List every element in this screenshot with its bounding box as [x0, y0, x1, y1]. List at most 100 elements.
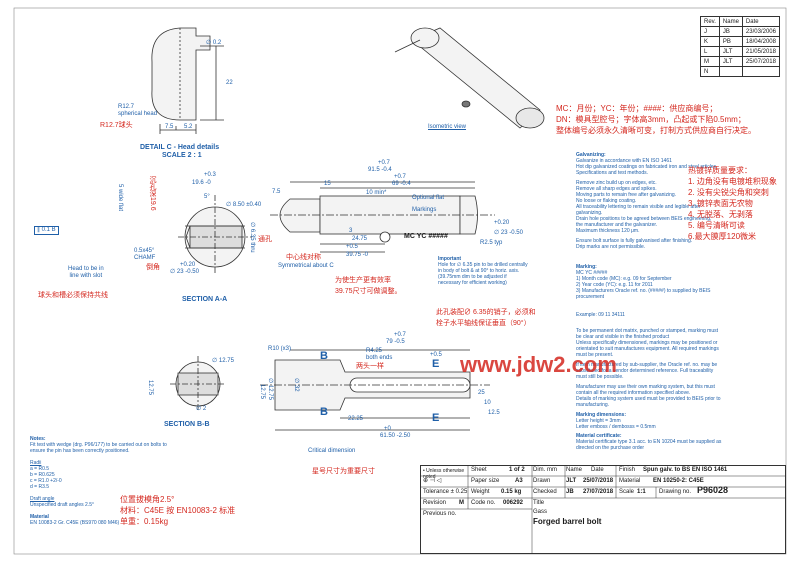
- tb-tol-lbl: Tolerance ± 0.25: [423, 489, 468, 495]
- tb-paper-val: A3: [515, 478, 523, 484]
- rev-cell: L: [700, 46, 720, 57]
- detail-c-radius: R12.7 spherical head: [118, 104, 158, 117]
- rev-header: Date: [741, 16, 780, 27]
- tb-code-lbl: Code no.: [471, 500, 496, 506]
- marking-line: must be present.: [576, 352, 614, 358]
- detail-c-scale: SCALE 2 : 1: [162, 152, 202, 159]
- rev-cell: PB: [718, 36, 743, 47]
- main-sym-cn: 中心线对称: [286, 254, 321, 261]
- galv-line: Drain hole positions to be agreed betwee…: [576, 216, 712, 222]
- main-dim-7-5: 7.5: [272, 189, 281, 195]
- section-letter: E: [432, 358, 440, 370]
- galv-line: Remove zinc build up on edges, etc.: [576, 180, 657, 186]
- sect-a-head-label: Head to be in line with slot: [68, 266, 104, 279]
- galv-line: Maximum thickness 120 μm.: [576, 228, 640, 234]
- sect-a-thru-cn: 通孔: [258, 236, 272, 243]
- marking-line: To be permanent dot matrix, punched or s…: [576, 328, 719, 334]
- rev-cell: 23/03/2006: [741, 26, 780, 37]
- galv-cn-item: 2. 没有尖锐尖角和突刺: [688, 188, 769, 197]
- rev-cell: M: [700, 56, 720, 67]
- tb-material-lbl: Material: [619, 478, 641, 484]
- rev-header: Rev.: [700, 16, 720, 27]
- lower-both-cn: 两头一样: [356, 363, 384, 370]
- galvanizing-cn: 热镀锌质量要求： 1. 边角没有电镀堆积现象 2. 没有尖锐尖角和突刺 3. 镀…: [688, 165, 777, 242]
- tb-checked-lbl: Checked: [533, 489, 557, 495]
- main-tol-07b: +0.7: [394, 174, 406, 180]
- tb-weight-val: 0.15 kg: [501, 489, 522, 495]
- isometric-geometry: [394, 27, 545, 129]
- galv-line: Moving parts to remain free after galvan…: [576, 192, 677, 198]
- marking-dims-line: Letter height = 3mm: [576, 418, 621, 424]
- main-tol-05: +0.5: [346, 244, 358, 250]
- main-tol-07a: +0.7: [378, 160, 390, 166]
- galv-cn-item: 3. 镀锌表面无农物: [688, 199, 753, 208]
- main-markings: Markings: [412, 207, 437, 213]
- important-line: (39.75mm dim to be adjusted if: [438, 274, 507, 280]
- important-line: in body of bolt & at 90° to horiz. axis.: [438, 268, 520, 274]
- marking-line: MC YC #####: [576, 270, 608, 276]
- main-optional-flat: Optional flat: [412, 195, 445, 201]
- notes-line: ensure the pin has been correctly positi…: [30, 448, 130, 454]
- marking-line: 1) Month code (MC): e.g. 09 for Septembe…: [576, 276, 672, 282]
- marking-cert-line: Material certificate type 3.1 acc. to EN…: [576, 439, 722, 445]
- galv-cn-item: 4. 无脱落、无剥落: [688, 210, 753, 219]
- sect-a-tol: +0.3: [204, 172, 216, 178]
- sect-b-dim: ∅ 2: [196, 406, 207, 412]
- radii-title: Radii: [30, 460, 42, 466]
- marking-line: contain all the required information spe…: [576, 390, 691, 396]
- tb-code-val: 006292: [503, 500, 524, 506]
- tb-revision-val: M: [459, 500, 464, 506]
- main-cost-cn: 为使生产更有效率: [335, 277, 391, 284]
- main-view-geometry: [270, 181, 495, 253]
- sect-b-dim: ∅ 12.75: [212, 358, 234, 364]
- section-letter: B: [320, 350, 328, 362]
- main-marking-text: MC YC #####: [404, 233, 448, 240]
- sect-a-dim: ∅ 8.50 ±0.40: [226, 202, 262, 208]
- important-line: Hole for ∅ 6.35 pin to be drilled centra…: [438, 262, 528, 268]
- galv-cn-item: 5. 编号清晰可读: [688, 221, 745, 230]
- important-cn: 栓子水平轴线保证垂直（90°）: [436, 320, 531, 327]
- tb-sheet-lbl: Sheet: [471, 467, 487, 473]
- marking-line: procurement: [576, 294, 605, 300]
- tb-dim-mm: Dim. mm: [533, 467, 557, 473]
- galvanizing-block: Galvanizing: Galvanize in accordance wit…: [576, 152, 717, 250]
- tb-revision-lbl: Revision: [423, 500, 447, 506]
- lower-dim: ∅ 12.75: [267, 378, 273, 400]
- sect-b-dim: 12.75: [147, 380, 153, 396]
- detail-c-dim-7-5: 7.5: [165, 124, 174, 130]
- marking-dims-title: Marking dimensions:: [576, 412, 627, 418]
- section-a-geometry: [178, 195, 252, 275]
- marking-dims-line: Letter emboss / dembosss = 0.5mm: [576, 424, 656, 430]
- marking-line: Example: 09 11 34111: [576, 312, 625, 318]
- marking-notes-cn: MC：月份；YC：年份；####：供应商编号； DN：模具型腔号；字体高3mm，…: [556, 103, 756, 136]
- galv-line: Drip marks are not permissible.: [576, 244, 646, 250]
- radii-line: b = R0.625: [30, 472, 55, 478]
- lower-dim: ∅ 32: [293, 378, 299, 392]
- lower-dim: 79 -0.5: [386, 339, 405, 345]
- marking-line: manufacturing.: [576, 402, 610, 408]
- radii-line: c = R1.0 +2/-0: [30, 478, 62, 484]
- section-letter: E: [432, 412, 440, 424]
- marking-cert-line: directed on the purchase order: [576, 445, 645, 451]
- radii-line: a = R0.5: [30, 466, 50, 472]
- tb-material-val: EN 10250-2: C45E: [653, 478, 704, 484]
- draft-title: Draft angle: [30, 496, 55, 502]
- detail-c-hole: ∅ 0.2: [206, 40, 222, 46]
- sect-a-parallel: ∥ 0.1 B: [34, 226, 59, 235]
- lower-dim: 25: [478, 390, 485, 396]
- draft-line: Unspecified draft angles 2.5°: [30, 502, 94, 508]
- main-dim-91: 91.5 -0.4: [368, 167, 392, 173]
- tb-checked-name: JB: [566, 489, 574, 495]
- tb-date-lbl: Date: [591, 467, 604, 473]
- sect-b-title: SECTION B-B: [164, 421, 210, 428]
- important-cn: 此孔装配∅ 6.35的销子，必须和: [436, 309, 536, 316]
- galv-line: All traceability lettering to remain vis…: [576, 204, 701, 210]
- sect-a-chamf: 0.5x45°: [134, 248, 155, 254]
- cn-note-line: MC：月份；YC：年份；####：供应商编号；: [556, 104, 718, 113]
- important-block: Important Hole for ∅ 6.35 pin to be dril…: [438, 256, 528, 286]
- galv-line: Galvanize in accordance with EN ISO 1461: [576, 158, 672, 164]
- main-dim-3: 3: [349, 228, 353, 234]
- material-title: Material: [30, 514, 49, 520]
